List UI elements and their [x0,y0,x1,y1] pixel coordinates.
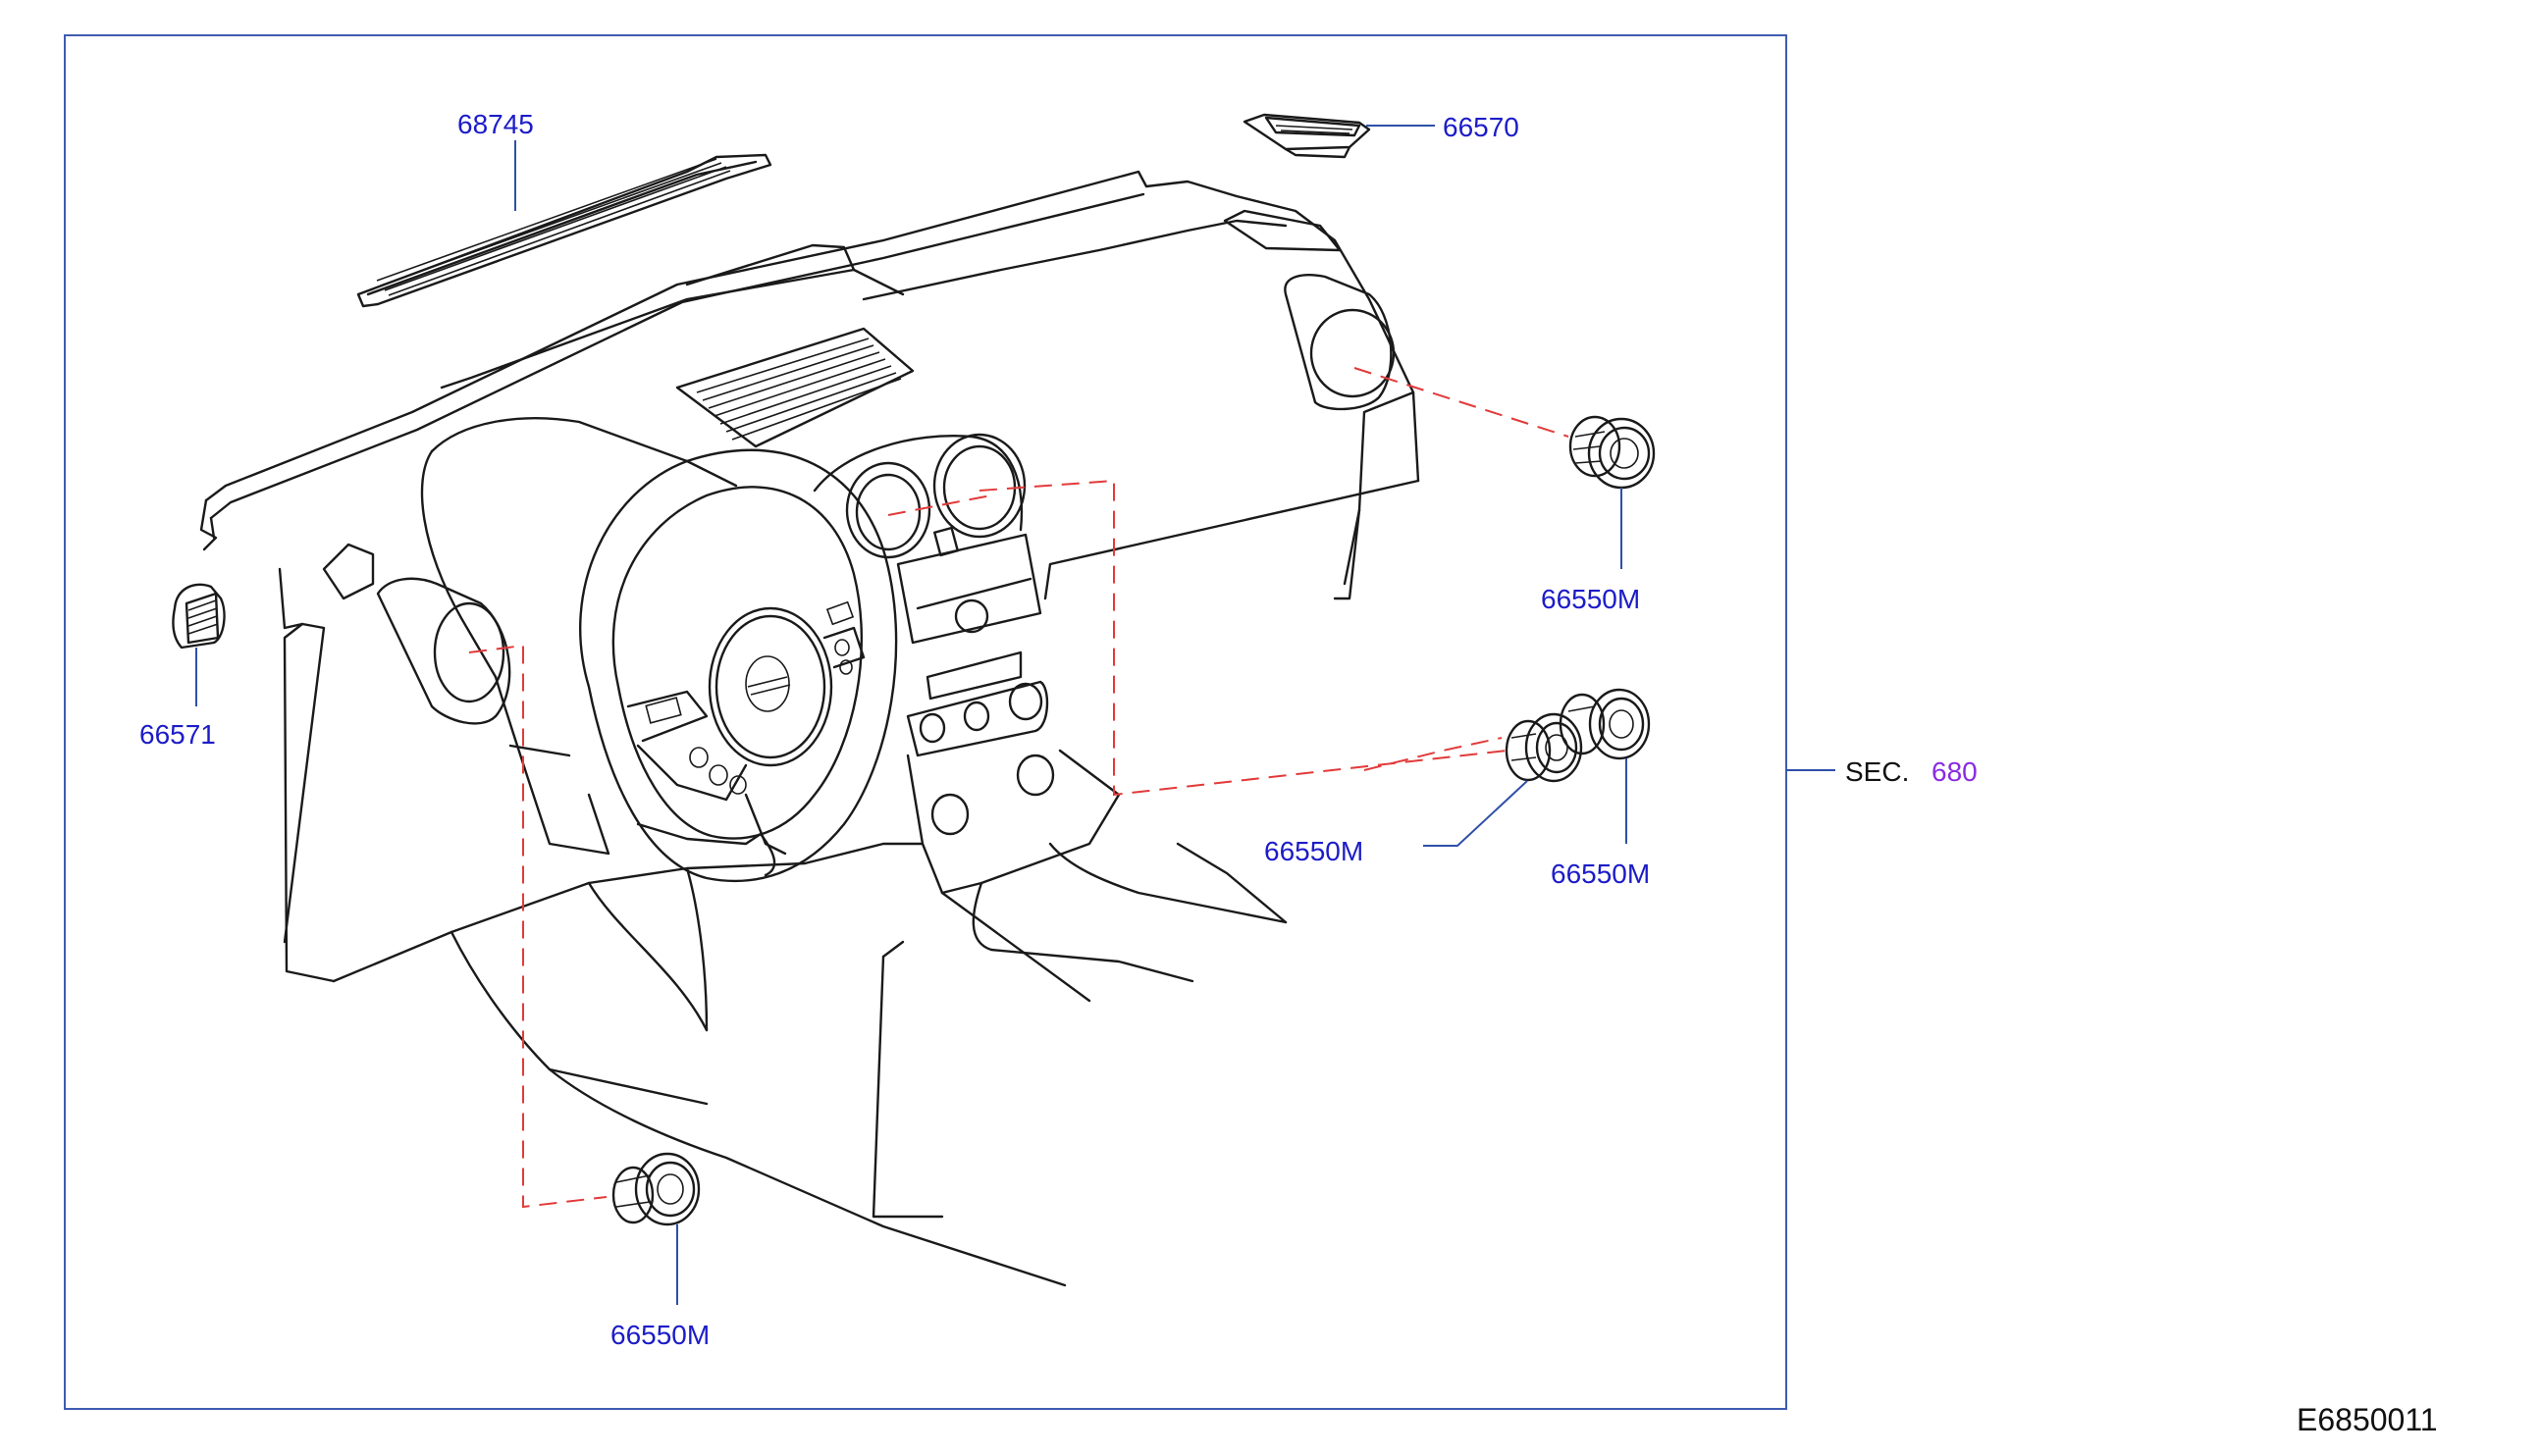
round-vent-66550m-right-upper [1568,415,1656,490]
part-label-66570[interactable]: 66570 [1443,112,1519,142]
reference-lines [468,367,1569,1209]
part-label-66571[interactable]: 66571 [139,719,216,750]
part-label-66550m-center-right[interactable]: 66550M [1551,858,1650,889]
section-ref-link[interactable]: 680 [1931,756,1978,787]
section-ref-prefix: SEC. [1845,756,1909,787]
side-defroster-vent-66570 [1243,113,1371,159]
diagram-id: E6850011 [2297,1402,2438,1437]
part-label-66550m-center-left[interactable]: 66550M [1264,836,1363,866]
round-vent-66550m-lower [611,1152,701,1226]
part-label-66550m-right-upper[interactable]: 66550M [1541,584,1640,614]
leader-lines [195,125,1835,1305]
defroster-grille-68745 [356,153,772,308]
diagram-frame [64,34,1787,1410]
round-vent-66550m-center-pair [1505,688,1651,783]
side-vent-66571 [172,583,226,650]
part-label-68745[interactable]: 68745 [457,109,534,139]
part-label-66550m-lower[interactable]: 66550M [610,1320,710,1350]
dashboard-illustration [199,170,1420,1287]
